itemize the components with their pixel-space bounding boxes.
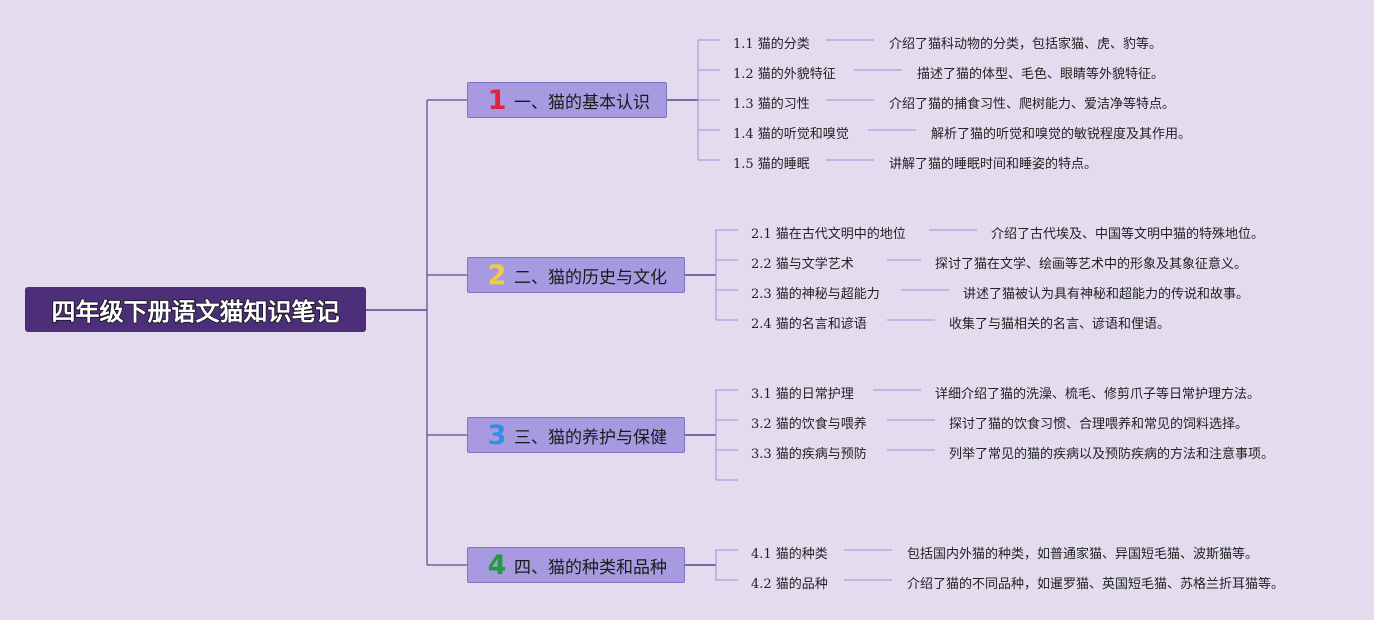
- topic-1-5[interactable]: 1.5 猫的睡眠: [733, 157, 810, 172]
- branch-number-icon: 2: [487, 259, 507, 291]
- topic-1-5-desc: 讲解了猫的睡眠时间和睡姿的特点。: [889, 157, 1098, 172]
- branch-number-icon: 4: [487, 549, 507, 581]
- topic-4-2-desc: 介绍了猫的不同品种，如暹罗猫、英国短毛猫、苏格兰折耳猫等。: [907, 577, 1285, 592]
- topic-1-2[interactable]: 1.2 猫的外貌特征: [733, 67, 836, 82]
- topic-3-3-desc: 列举了常见的猫的疾病以及预防疾病的方法和注意事项。: [949, 447, 1275, 462]
- branch-4[interactable]: 4 四、猫的种类和品种: [467, 547, 685, 583]
- topic-3-1-desc: 详细介绍了猫的洗澡、梳毛、修剪爪子等日常护理方法。: [935, 387, 1261, 402]
- topic-4-2[interactable]: 4.2 猫的品种: [751, 577, 828, 592]
- topic-3-3[interactable]: 3.3 猫的疾病与预防: [751, 447, 867, 462]
- branch-label: 四、猫的种类和品种: [514, 557, 667, 578]
- topic-2-2-desc: 探讨了猫在文学、绘画等艺术中的形象及其象征意义。: [935, 257, 1248, 272]
- root-title[interactable]: 四年级下册语文猫知识笔记: [25, 287, 366, 332]
- branch-number-icon: 3: [487, 419, 507, 451]
- topic-3-2[interactable]: 3.2 猫的饮食与喂养: [751, 417, 867, 432]
- topic-4-1[interactable]: 4.1 猫的种类: [751, 547, 828, 562]
- branch-3[interactable]: 3 三、猫的养护与保健: [467, 417, 685, 453]
- branch-1[interactable]: 1 一、猫的基本认识: [467, 82, 667, 118]
- root-title-text: 四年级下册语文猫知识笔记: [51, 297, 341, 327]
- topic-2-2[interactable]: 2.2 猫与文学艺术: [751, 257, 854, 272]
- topic-3-1[interactable]: 3.1 猫的日常护理: [751, 387, 854, 402]
- branch-label: 三、猫的养护与保健: [514, 427, 667, 448]
- topic-1-4[interactable]: 1.4 猫的听觉和嗅觉: [733, 127, 849, 142]
- topic-2-1-desc: 介绍了古代埃及、中国等文明中猫的特殊地位。: [991, 227, 1265, 242]
- branch-label: 一、猫的基本认识: [514, 92, 650, 113]
- branch-number-icon: 1: [487, 84, 507, 116]
- topic-2-4-desc: 收集了与猫相关的名言、谚语和俚语。: [949, 317, 1171, 332]
- topic-1-1-desc: 介绍了猫科动物的分类，包括家猫、虎、豹等。: [889, 37, 1163, 52]
- topic-3-2-desc: 探讨了猫的饮食习惯、合理喂养和常见的饲料选择。: [949, 417, 1249, 432]
- branch-label: 二、猫的历史与文化: [514, 267, 667, 288]
- topic-1-1[interactable]: 1.1 猫的分类: [733, 37, 810, 52]
- topic-1-3[interactable]: 1.3 猫的习性: [733, 97, 810, 112]
- topic-2-3[interactable]: 2.3 猫的神秘与超能力: [751, 287, 880, 302]
- branch-2[interactable]: 2 二、猫的历史与文化: [467, 257, 685, 293]
- topic-2-1[interactable]: 2.1 猫在古代文明中的地位: [751, 227, 906, 242]
- topic-2-3-desc: 讲述了猫被认为具有神秘和超能力的传说和故事。: [963, 287, 1250, 302]
- topic-4-1-desc: 包括国内外猫的种类，如普通家猫、异国短毛猫、波斯猫等。: [907, 547, 1259, 562]
- topic-1-2-desc: 描述了猫的体型、毛色、眼睛等外貌特征。: [917, 67, 1165, 82]
- topic-2-4[interactable]: 2.4 猫的名言和谚语: [751, 317, 867, 332]
- topic-1-4-desc: 解析了猫的听觉和嗅觉的敏锐程度及其作用。: [931, 127, 1192, 142]
- topic-1-3-desc: 介绍了猫的捕食习性、爬树能力、爱洁净等特点。: [889, 97, 1176, 112]
